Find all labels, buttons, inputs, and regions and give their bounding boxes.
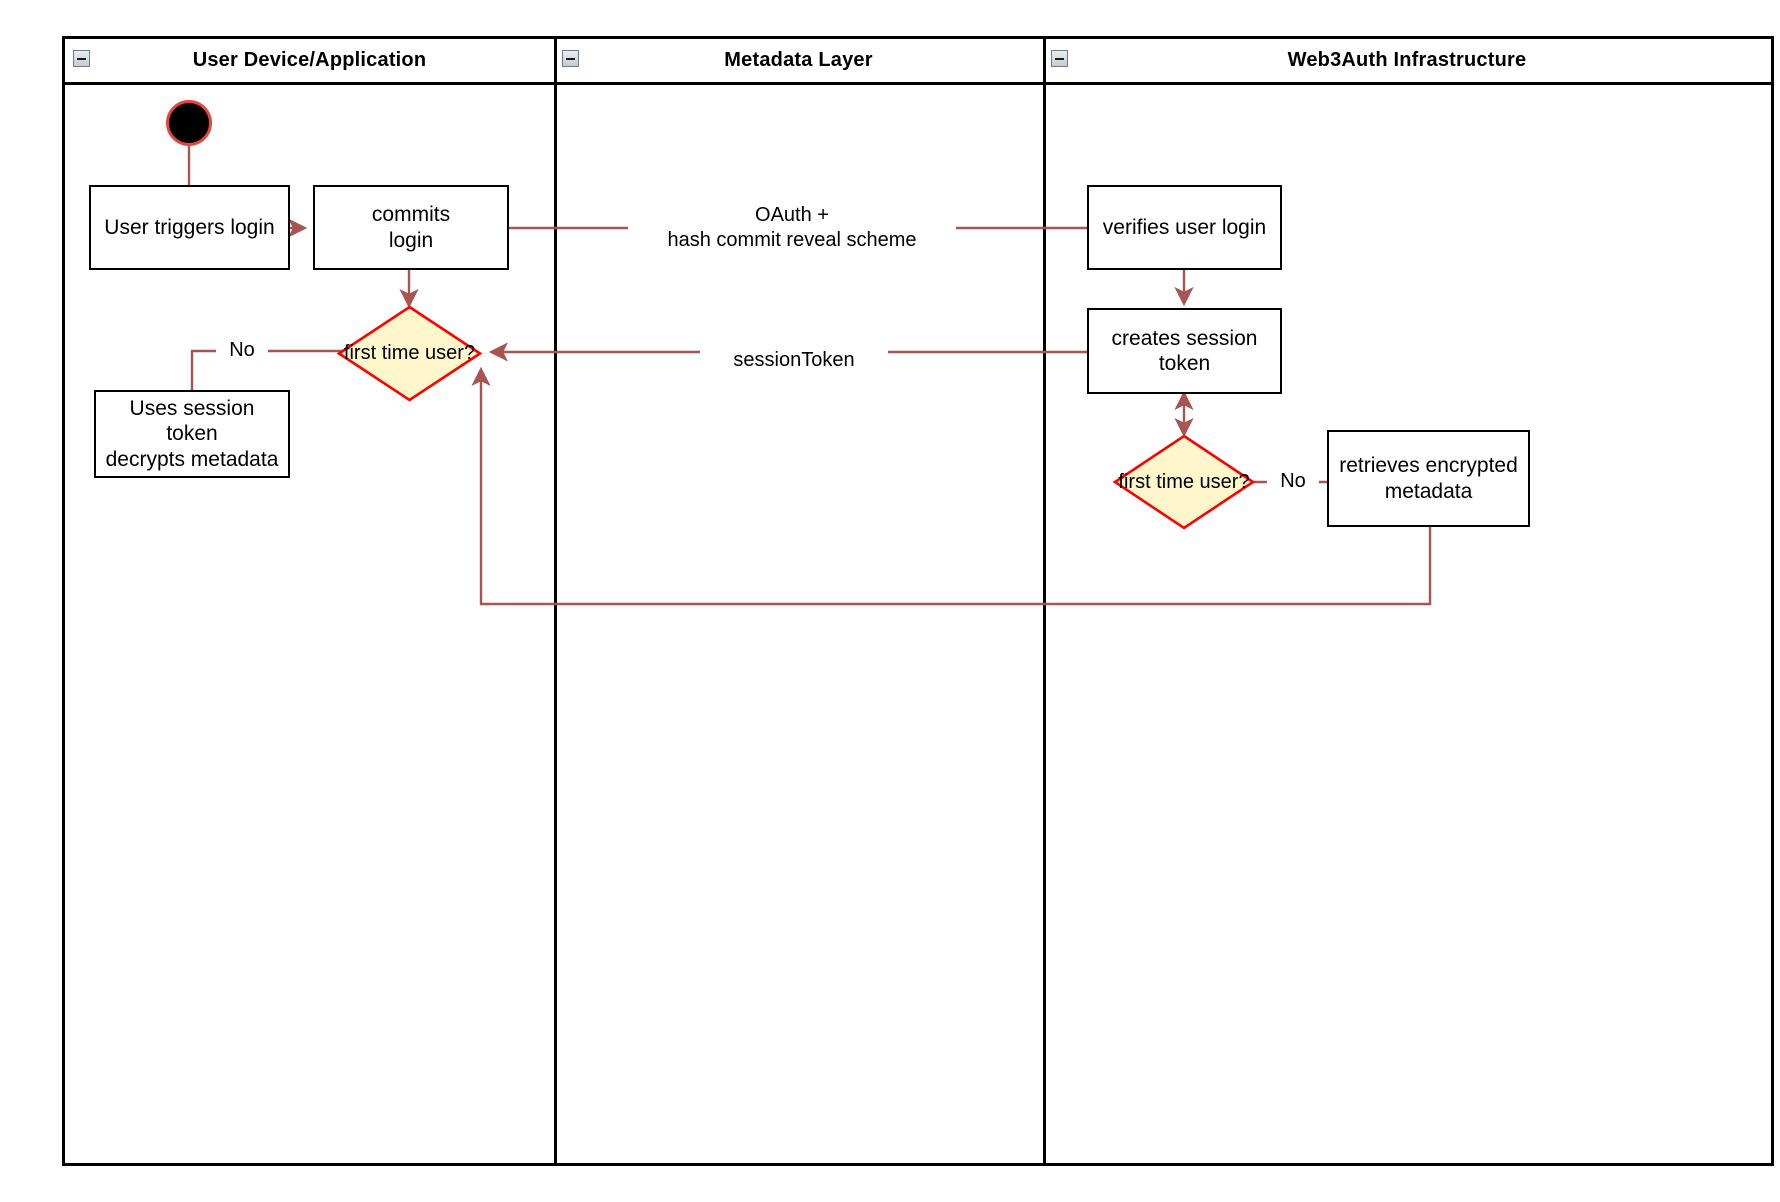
decision-first-time-user-device[interactable]: first time user? bbox=[337, 305, 482, 402]
activity-label-line2: metadata bbox=[1384, 479, 1473, 503]
activity-label-line1: retrieves encrypted bbox=[1339, 454, 1518, 478]
activity-label-line2: login bbox=[388, 228, 434, 252]
activity-label: verifies user login bbox=[1102, 215, 1267, 239]
lane-divider-1 bbox=[554, 39, 557, 1163]
activity-label-line1: Uses session bbox=[129, 397, 255, 421]
lane-divider-2 bbox=[1043, 39, 1046, 1163]
lane-title-metadata: Metadata Layer bbox=[724, 49, 873, 71]
activity-creates-session-token[interactable]: creates session token bbox=[1087, 308, 1282, 394]
activity-commits-login[interactable]: commits login bbox=[313, 185, 509, 270]
lane-title-user-device: User Device/Application bbox=[192, 49, 427, 71]
diamond-shape bbox=[1113, 434, 1255, 530]
activity-retrieves-encrypted-metadata[interactable]: retrieves encrypted metadata bbox=[1327, 430, 1530, 527]
edge-label-text: No bbox=[229, 339, 255, 361]
activity-verifies-user-login[interactable]: verifies user login bbox=[1087, 185, 1282, 270]
decision-first-time-user-web3auth[interactable]: first time user? bbox=[1113, 434, 1255, 530]
activity-uses-session-token[interactable]: Uses session token decrypts metadata bbox=[94, 390, 290, 478]
collapse-minus-icon[interactable] bbox=[73, 50, 90, 67]
activity-label-line1: commits bbox=[371, 203, 451, 227]
edge-label-no-right: No bbox=[1267, 469, 1319, 494]
edge-label-session-token: sessionToken bbox=[700, 348, 888, 373]
collapse-minus-icon[interactable] bbox=[562, 50, 579, 67]
edge-label-text: No bbox=[1280, 470, 1306, 492]
lane-title-web3auth: Web3Auth Infrastructure bbox=[1287, 49, 1527, 71]
lane-header-metadata[interactable]: Metadata Layer bbox=[554, 39, 1043, 85]
edge-label-no-left: No bbox=[216, 338, 268, 363]
diamond-shape bbox=[337, 305, 482, 402]
activity-label: User triggers login bbox=[104, 215, 275, 239]
edge-label-text: sessionToken bbox=[733, 349, 855, 371]
lane-header-user-device[interactable]: User Device/Application bbox=[65, 39, 554, 85]
collapse-minus-icon[interactable] bbox=[1051, 50, 1068, 67]
activity-label-line2: token bbox=[166, 422, 218, 446]
activity-label-line1: creates session bbox=[1111, 326, 1258, 350]
activity-label-line2: token bbox=[1158, 352, 1211, 375]
edge-label-line1: OAuth + bbox=[755, 204, 829, 226]
initial-node[interactable] bbox=[166, 100, 212, 146]
activity-label-line3: decrypts metadata bbox=[105, 447, 279, 471]
edge-label-line2: hash commit reveal scheme bbox=[667, 229, 917, 251]
activity-user-triggers-login[interactable]: User triggers login bbox=[89, 185, 290, 270]
lane-header-web3auth[interactable]: Web3Auth Infrastructure bbox=[1043, 39, 1771, 85]
edge-label-oauth: OAuth + hash commit reveal scheme bbox=[628, 203, 956, 253]
